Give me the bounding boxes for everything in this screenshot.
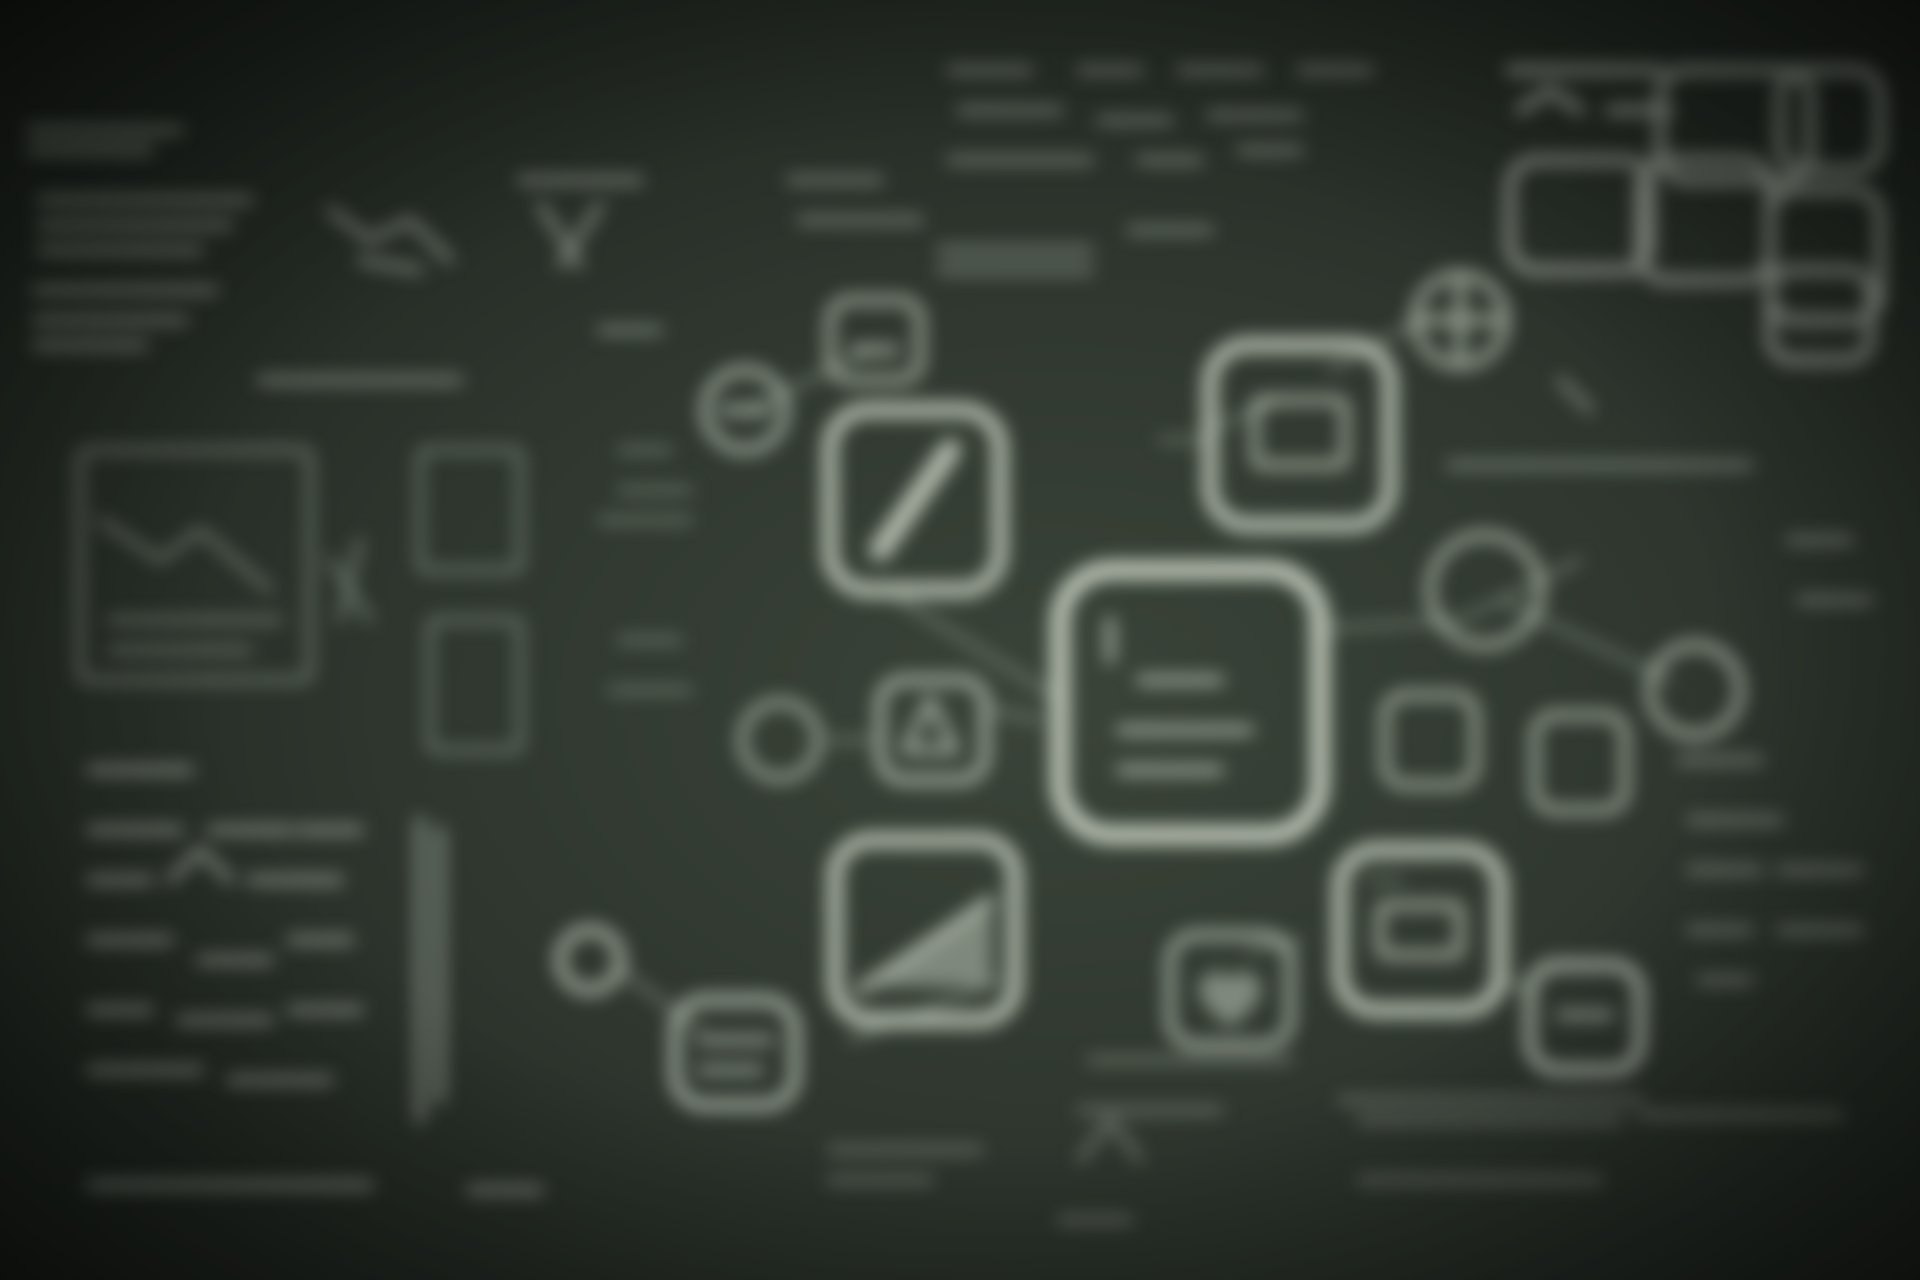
database-icon bbox=[669, 994, 801, 1111]
pencil-icon bbox=[822, 402, 1008, 598]
small-node-left bbox=[737, 697, 823, 783]
warning-icon bbox=[875, 675, 990, 785]
scribble-block-top-center bbox=[786, 66, 1374, 274]
scribble-grid-lower-left bbox=[86, 766, 544, 1194]
small-node-lower-left bbox=[554, 924, 626, 996]
chart-icon bbox=[827, 832, 1023, 1028]
right-node-cluster bbox=[1380, 530, 1745, 815]
left-diagram-panel bbox=[77, 447, 693, 753]
top-right-cluster bbox=[1505, 65, 1885, 365]
heart-icon bbox=[1165, 930, 1295, 1050]
scribble-block-right bbox=[1446, 376, 1874, 984]
lock-icon bbox=[825, 295, 925, 385]
monitor-icon bbox=[1202, 337, 1398, 533]
scribble-block-bottom bbox=[826, 1056, 1844, 1224]
storage-box-icon bbox=[1332, 842, 1508, 1018]
scribble-block-top-left bbox=[26, 126, 664, 384]
globe-icon bbox=[1410, 270, 1510, 370]
central-hub-box bbox=[1050, 560, 1330, 845]
small-node-lower-right bbox=[1524, 959, 1646, 1076]
gear-icon bbox=[700, 365, 790, 455]
